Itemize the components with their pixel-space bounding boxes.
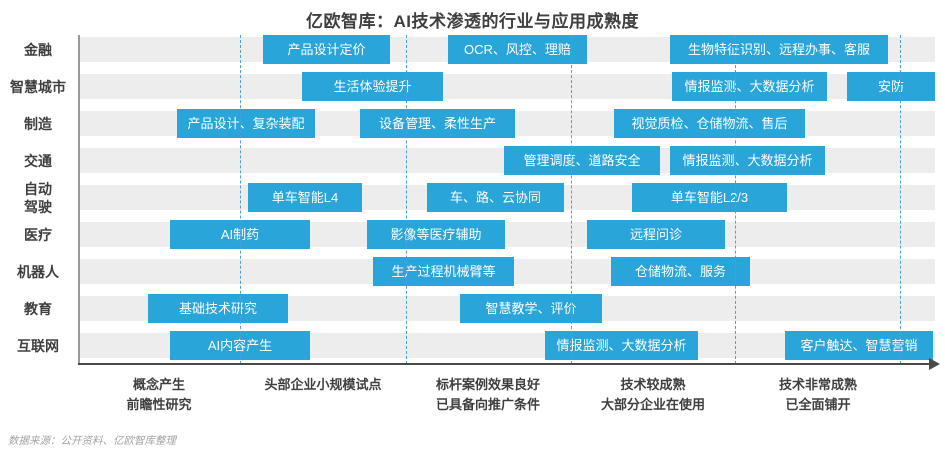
chart-item-box: 单车智能L2/3	[632, 183, 787, 212]
chart-item-box: 生产过程机械臂等	[373, 257, 514, 286]
stage-label: 技术非常成熟 已全面铺开	[778, 377, 857, 413]
chart-item-box: 智慧教学、评价	[460, 294, 602, 323]
row-label: 交通	[24, 152, 52, 169]
y-axis-line	[78, 35, 80, 365]
chart-item-box: 产品设计、复杂装配	[177, 109, 315, 138]
chart-item-box: 单车智能L4	[248, 183, 362, 212]
stage-label: 概念产生 前瞻性研究	[126, 377, 192, 413]
stage-gridline	[240, 35, 241, 364]
chart-item-box: 管理调度、道路安全	[504, 146, 660, 175]
stage-label: 头部企业小规模试点	[264, 377, 382, 392]
stage-gridline	[571, 35, 572, 364]
row-label: 智慧城市	[10, 78, 66, 95]
source-note: 数据来源：公开资料、亿欧智库整理	[8, 435, 176, 447]
row-label: 教育	[24, 300, 52, 317]
stage-label: 技术较成熟 大部分企业在使用	[600, 377, 705, 413]
chart-item-box: 影像等医疗辅助	[367, 220, 505, 249]
chart-item-box: 情报监测、大数据分析	[670, 146, 825, 175]
row-label: 自动 驾驶	[24, 180, 52, 215]
stage-gridline	[406, 35, 407, 364]
chart-title: 亿欧智库：AI技术渗透的行业与应用成熟度	[306, 12, 639, 31]
chart-item-box: 产品设计定价	[263, 35, 390, 64]
chart-item-box: 设备管理、柔性生产	[360, 109, 515, 138]
chart-item-box: 生活体验提升	[302, 72, 443, 101]
stage-gridline	[735, 35, 736, 364]
chart-item-box: 客户触达、智慧营销	[785, 331, 933, 360]
x-axis-line	[78, 363, 930, 365]
x-axis-arrow-icon	[929, 358, 940, 370]
chart-item-box: 远程问诊	[587, 220, 725, 249]
row-label: 互联网	[17, 337, 59, 354]
stage-gridline	[900, 35, 901, 364]
chart-item-box: 基础技术研究	[148, 294, 288, 323]
row-label: 金融	[24, 41, 52, 58]
stage-label: 标杆案例效果良好 已具备向推广条件	[435, 377, 540, 413]
row-label: 机器人	[17, 263, 59, 280]
row-label: 制造	[24, 115, 52, 132]
chart-item-box: 情报监测、大数据分析	[545, 331, 698, 360]
chart-item-box: 生物特征识别、远程办事、客服	[670, 35, 888, 64]
chart-item-box: OCR、风控、理赔	[448, 35, 587, 64]
chart-item-box: 安防	[847, 72, 935, 101]
row-label: 医疗	[24, 226, 52, 243]
chart-item-box: 情报监测、大数据分析	[672, 72, 827, 101]
chart-item-box: 车、路、云协同	[427, 183, 564, 212]
chart-item-box: 视觉质检、仓储物流、售后	[614, 109, 805, 138]
chart-item-box: 仓储物流、服务	[611, 257, 750, 286]
